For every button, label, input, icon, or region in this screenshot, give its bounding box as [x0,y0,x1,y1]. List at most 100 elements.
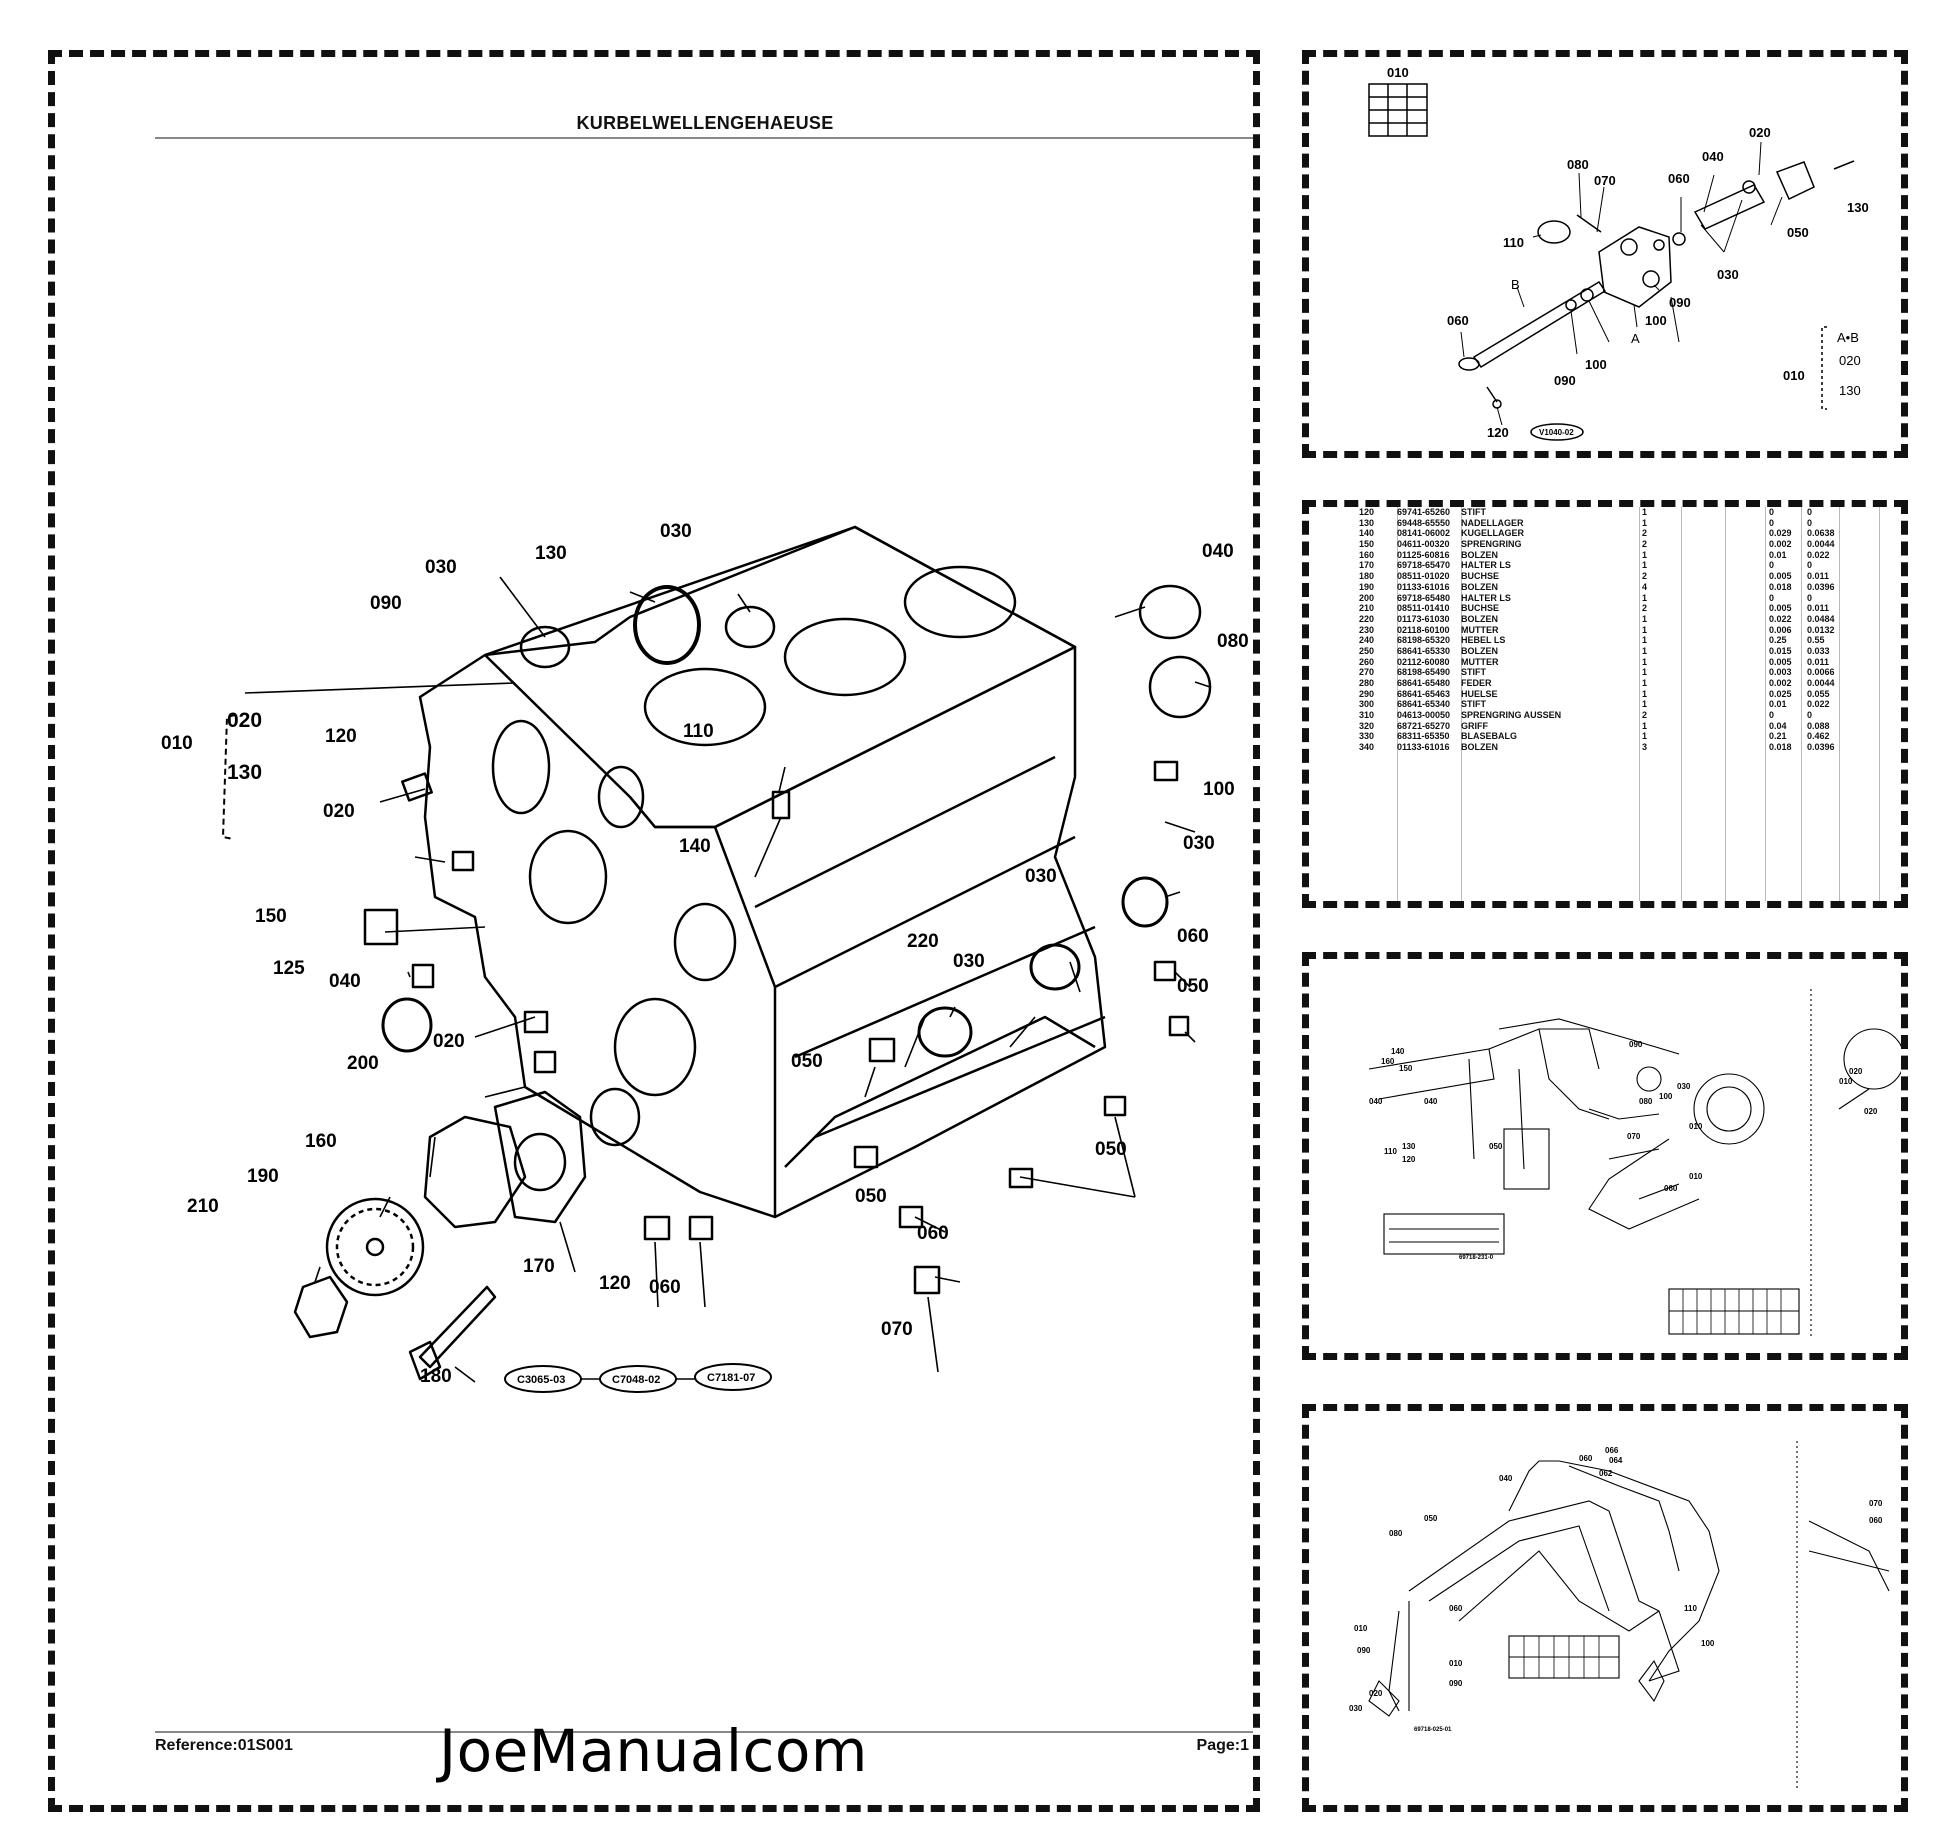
cell-part-name: BOLZEN [1461,742,1498,753]
cell-weight: 0 [1769,710,1775,721]
t4-label-064: 064 [1609,1456,1623,1465]
t1-label-110: 110 [1503,235,1524,250]
cell-total-weight: 0.011 [1807,656,1830,667]
t4-label-070: 070 [1869,1499,1883,1508]
cell-weight: 0.022 [1769,613,1792,624]
cell-weight: 0.006 [1769,624,1792,635]
valve-exploded-diagram: 010 020 080 070 040 060 130 110 050 030 … [1368,65,1869,441]
cell-weight: 0.25 [1769,635,1787,646]
callout-030-c: 030 [1183,833,1215,854]
cell-quantity: 2 [1642,539,1648,550]
thumbnail-page-3[interactable]: 140 160 150 090 100 030 080 040 040 050 … [1302,952,1908,1360]
callout-110: 110 [683,721,714,742]
t1-label-120: 120 [1487,425,1509,440]
table-col-divider [1879,507,1880,901]
cell-total-weight: 0.022 [1807,699,1830,710]
cell-total-weight: 0.0484 [1807,613,1835,624]
callout-190: 190 [247,1166,279,1187]
t4-label-040: 040 [1499,1474,1513,1483]
cell-part-name: BOLZEN [1461,549,1498,560]
cell-weight: 0 [1769,517,1775,528]
cell-item-no: 260 [1359,656,1375,667]
cell-item-no: 190 [1359,581,1375,592]
cell-part-name: KUGELLAGER [1461,528,1524,539]
cell-part-no: 68198-65320 [1397,635,1451,646]
cell-total-weight: 0 [1807,507,1813,517]
cell-weight: 0.005 [1769,656,1792,667]
t4-label-090: 090 [1357,1646,1371,1655]
oil-pump-body [423,1115,527,1229]
t1-label-100b: 100 [1585,357,1607,372]
cell-part-no: 68198-65490 [1397,667,1451,678]
cell-quantity: 2 [1642,571,1648,582]
seal-130 [633,585,701,665]
cell-part-no: 68641-65330 [1397,645,1451,656]
callout-010: 010 [161,733,193,754]
thumbnail-page-4[interactable]: 066 064 060 062 040 080 050 010 090 020 … [1302,1404,1908,1812]
cell-total-weight: 0.055 [1807,688,1830,699]
cell-item-no: 210 [1359,603,1375,614]
thumbnail-page-1[interactable]: 010 020 080 070 040 060 130 110 050 030 … [1302,50,1908,458]
cell-part-no: 69741-65260 [1397,507,1451,517]
t4-label-010b: 010 [1449,1659,1463,1668]
cell-weight: 0 [1769,592,1775,603]
cell-weight: 0.01 [1769,549,1787,560]
cell-quantity: 1 [1642,720,1648,731]
cell-total-weight: 0.0044 [1807,678,1835,688]
callout-150: 150 [255,906,287,927]
t3-label-140: 140 [1391,1047,1405,1056]
t3-label-070: 070 [1627,1132,1641,1141]
callout-210: 210 [187,1196,219,1217]
cell-part-name: GRIFF [1461,720,1488,731]
callout-060-a: 060 [1177,926,1209,947]
cell-part-name: BLASEBALG [1461,731,1517,742]
cell-quantity: 1 [1642,635,1648,646]
callout-030-a: 030 [425,557,457,578]
cell-part-no: 01125-60816 [1397,549,1450,560]
t3-label-040b: 040 [1424,1097,1438,1106]
cell-part-no: 69718-65470 [1397,560,1451,571]
main-document-panel[interactable]: KURBELWELLENGEHAEUSE [48,50,1260,1812]
cell-quantity: 1 [1642,667,1648,678]
callout-220: 220 [907,931,939,952]
callout-040-b: 040 [329,971,361,992]
title-divider [155,137,1253,139]
t1-label-ab: A•B [1837,330,1859,345]
t4-label-010: 010 [1354,1624,1368,1633]
cell-item-no: 310 [1359,710,1375,721]
cell-part-no: 01133-61016 [1397,742,1450,753]
pump-gear [325,1197,425,1297]
hydraulic-lines-diagram: 140 160 150 090 100 030 080 040 040 050 … [1368,989,1901,1339]
cell-part-no: 08141-06002 [1397,528,1451,539]
cell-part-name: BOLZEN [1461,613,1498,624]
t3-label-050: 050 [1489,1142,1503,1151]
cell-part-name: STIFT [1461,507,1486,517]
callout-050-c: 050 [1095,1139,1127,1160]
reference-label: Reference:01S001 [155,1737,293,1754]
cell-item-no: 330 [1359,731,1375,742]
cell-part-no: 68311-65350 [1397,731,1450,742]
t4-label-066: 066 [1605,1446,1619,1455]
t3-label-040: 040 [1369,1097,1383,1106]
cell-total-weight: 0.011 [1807,603,1830,614]
callout-020-range-start: 020 [227,709,262,732]
t3-ref: 69718-231-0 [1459,1255,1494,1261]
cell-weight: 0.002 [1769,678,1792,688]
cell-part-name: HUELSE [1461,688,1498,699]
callout-125: 125 [273,958,305,979]
cell-weight: 0.029 [1769,528,1792,539]
cell-quantity: 1 [1642,560,1648,571]
cell-total-weight: 0.0132 [1807,624,1835,635]
cell-weight: 0.04 [1769,720,1787,731]
cell-quantity: 2 [1642,528,1648,539]
cell-total-weight: 0.462 [1807,731,1830,742]
t1-label-060: 060 [1668,171,1690,186]
cell-item-no: 230 [1359,624,1375,635]
t4-label-110: 110 [1684,1604,1697,1613]
t1-label-060b: 060 [1447,313,1469,328]
t1-label-130b: 130 [1839,383,1861,398]
cell-item-no: 180 [1359,571,1375,582]
cell-quantity: 1 [1642,549,1648,560]
cell-part-no: 69448-65550 [1397,517,1451,528]
